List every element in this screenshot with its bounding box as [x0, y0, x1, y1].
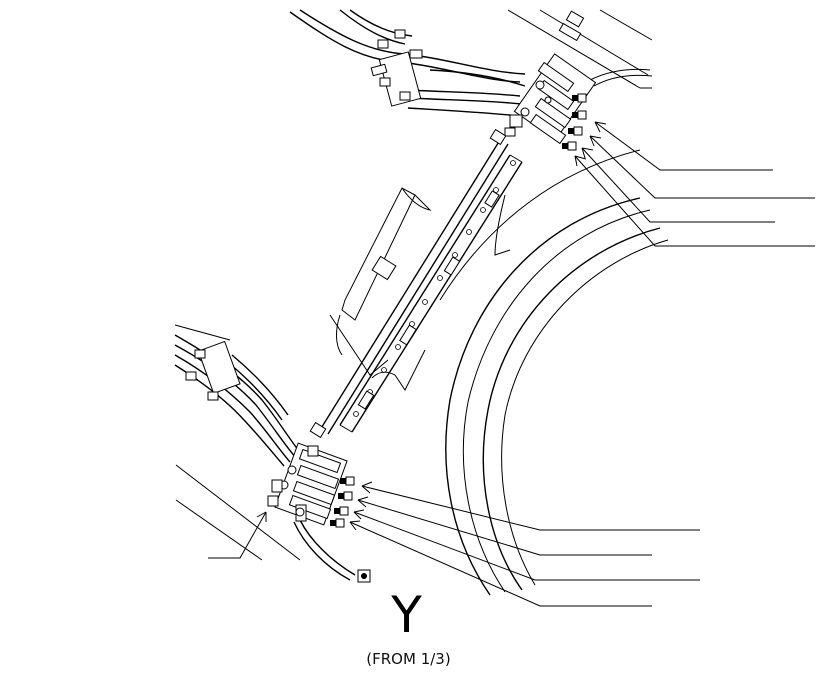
- upper-valve-block: [504, 53, 597, 151]
- lower-hoses: [174, 334, 371, 583]
- center-beam: [309, 128, 523, 439]
- ring-frame: [439, 149, 669, 596]
- upper-hoses: [289, 9, 526, 117]
- view-letter: Y: [0, 590, 825, 640]
- view-source-note: (FROM 1/3): [0, 650, 825, 668]
- lower-callouts: [349, 481, 700, 607]
- upper-frame: [507, 9, 653, 89]
- lower-valve-block: [267, 442, 355, 528]
- left-callout: [208, 511, 267, 559]
- lower-frame: [174, 324, 301, 561]
- view-letter-text: Y: [391, 586, 422, 644]
- view-source-text: (FROM 1/3): [366, 650, 451, 668]
- upper-callouts: [574, 121, 815, 247]
